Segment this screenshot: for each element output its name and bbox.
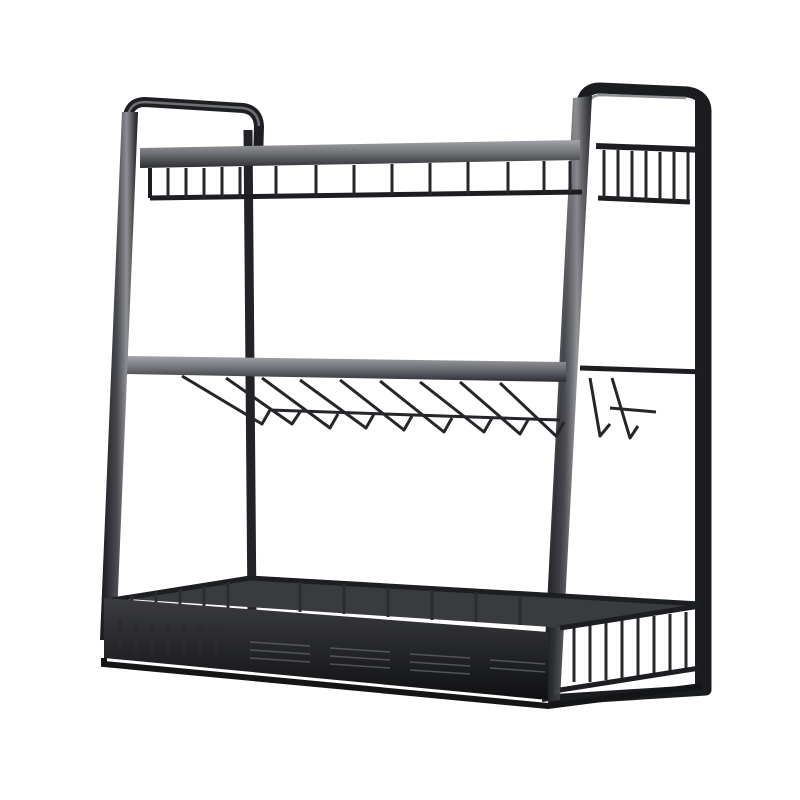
right-side-frame: [542, 82, 712, 706]
top-shelf: [140, 140, 707, 205]
middle-shelf: [124, 356, 705, 440]
bottom-basket: [101, 575, 703, 710]
left-front-post: [100, 112, 138, 640]
left-side-frame: [103, 97, 264, 641]
